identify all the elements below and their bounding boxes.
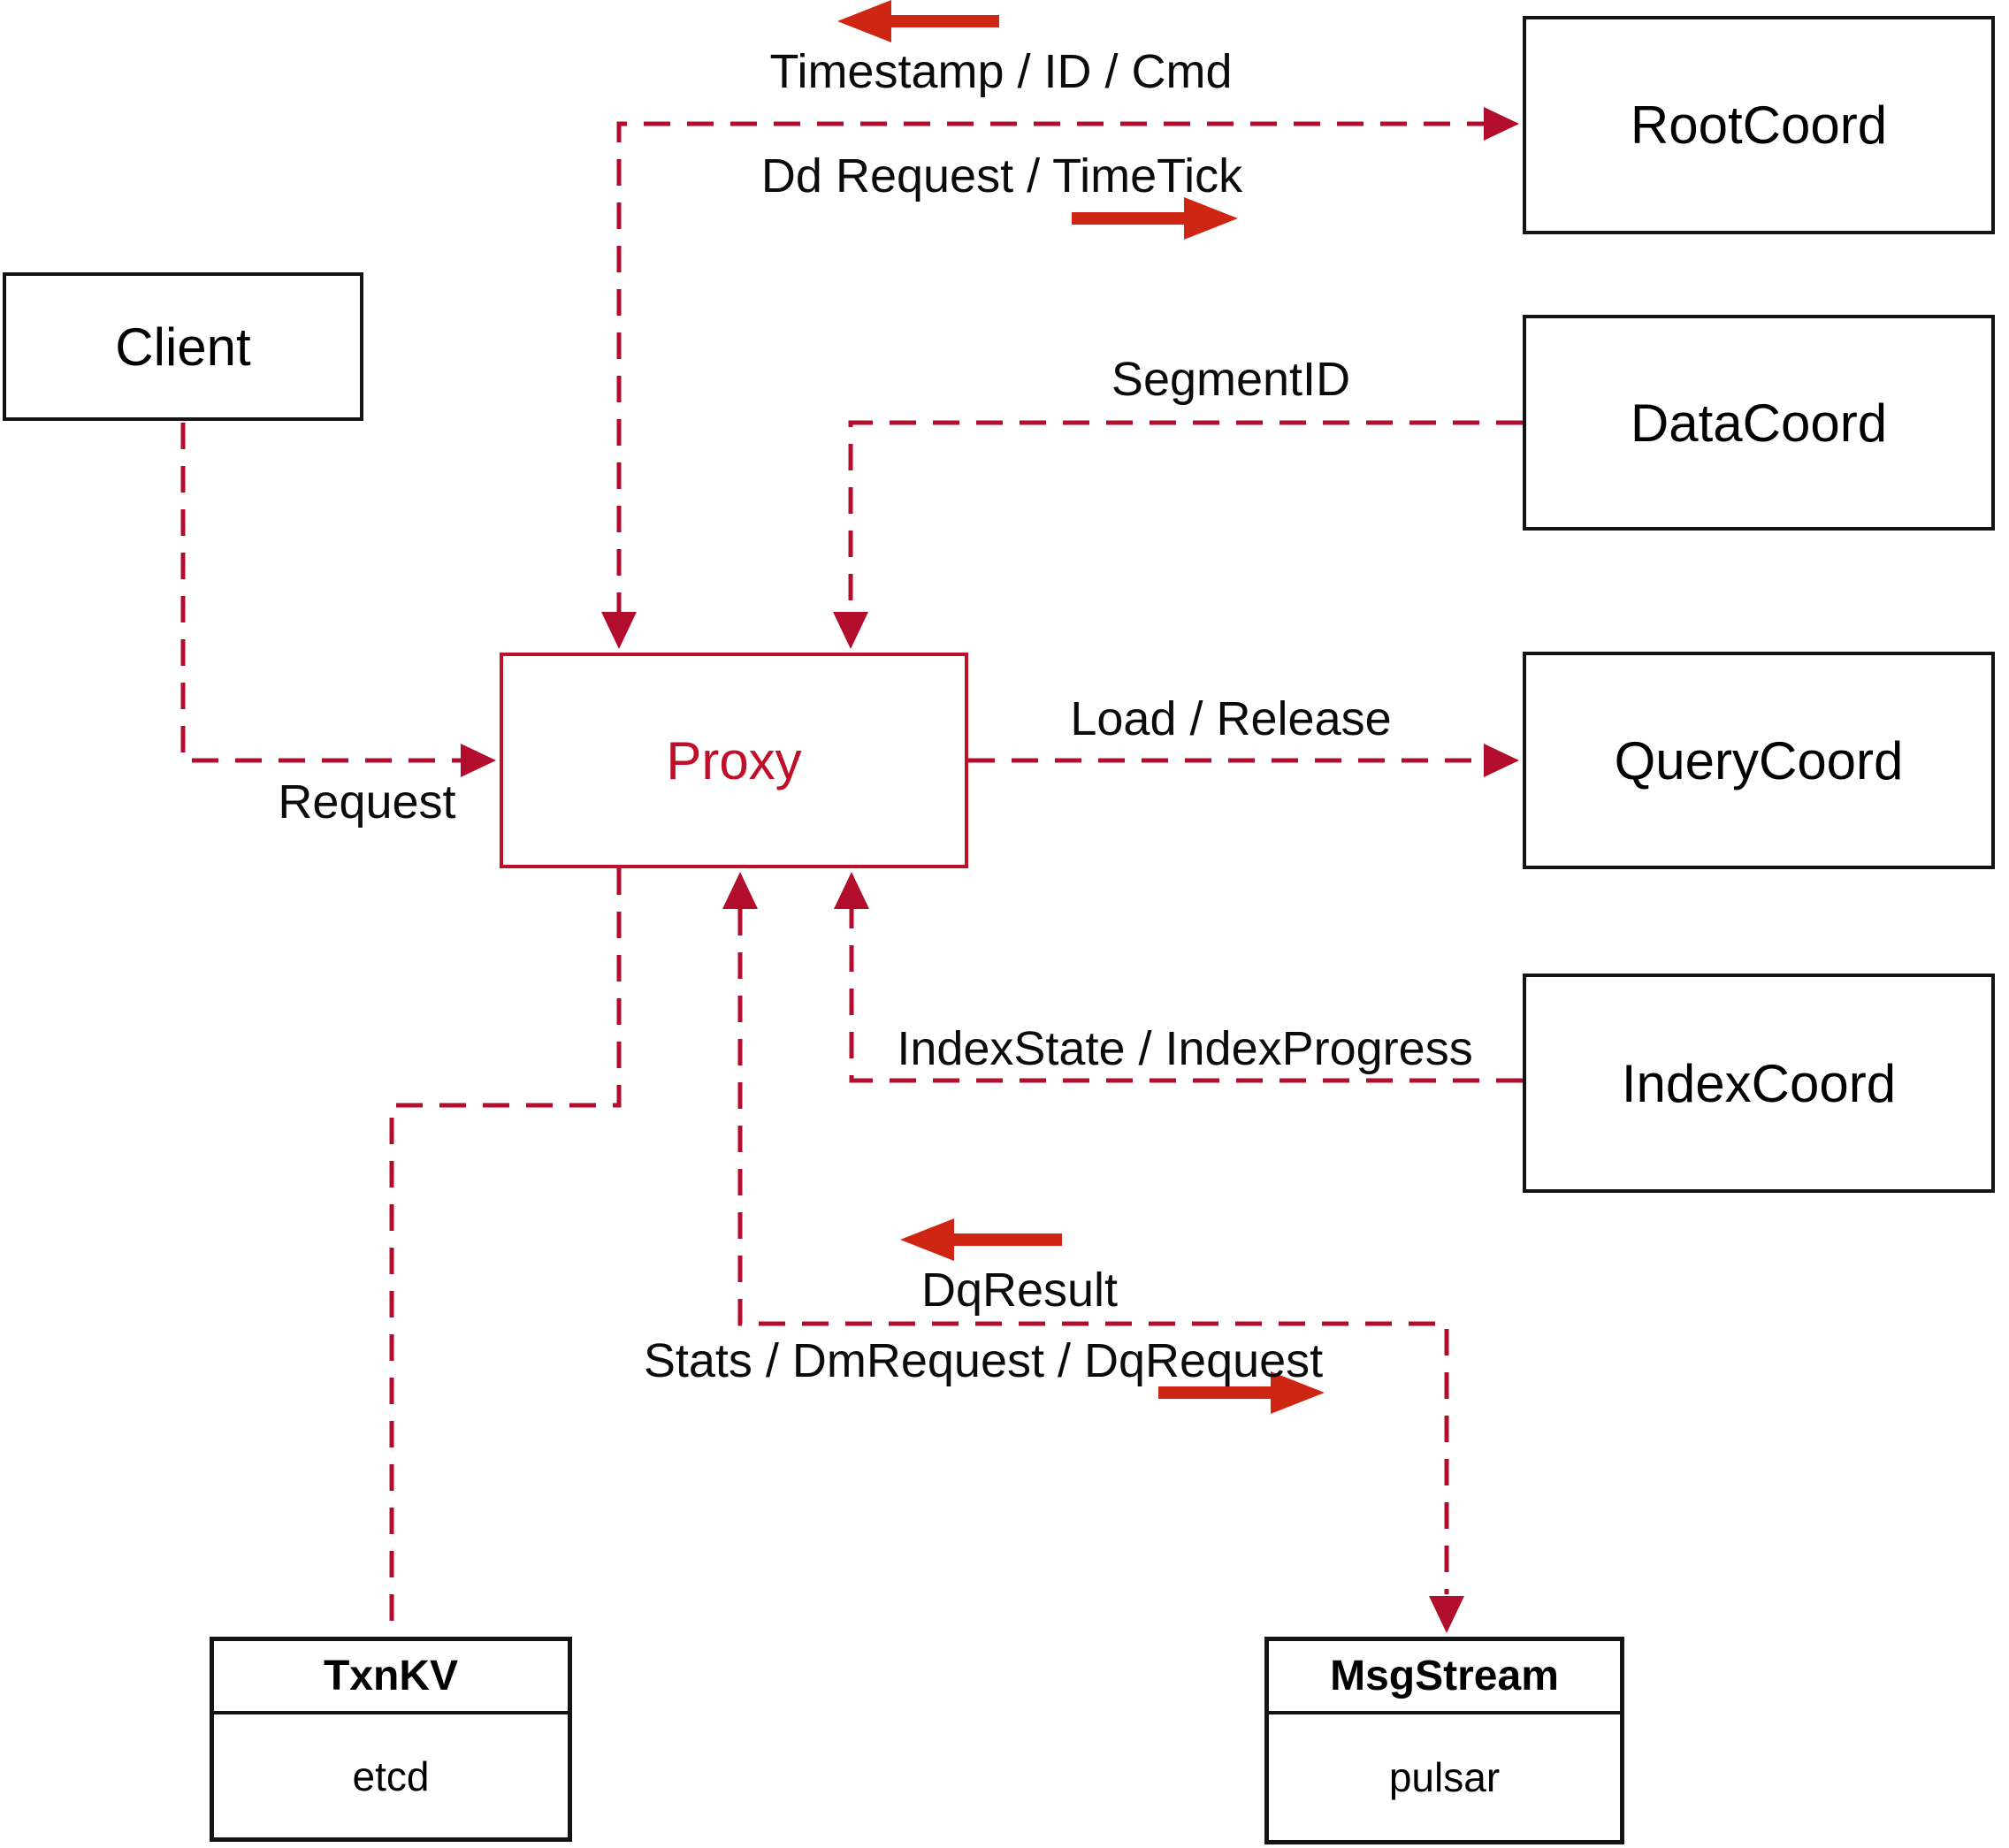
edge-proxy-msgstream [737, 909, 1449, 1594]
edge-label-dd-request-timetick: Dd Request / TimeTick [760, 149, 1243, 202]
node-msgstream-title: MsgStream [1269, 1641, 1620, 1714]
arrowhead-right-icon [1484, 744, 1519, 777]
node-querycoord-label: QueryCoord [1614, 730, 1904, 790]
arrowhead-down-icon [601, 612, 637, 649]
edge-label-segmentid: SegmentID [1111, 353, 1351, 406]
node-txnkv-implementation: etcd [352, 1753, 430, 1799]
edge-label-load-release: Load / Release [1070, 692, 1392, 745]
node-indexcoord: IndexCoord [1523, 974, 1995, 1193]
direction-arrow-right-icon [1072, 197, 1238, 240]
edge-proxy-rootcoord [616, 121, 1487, 619]
arrowhead-down-icon [1429, 1596, 1464, 1633]
node-indexcoord-label: IndexCoord [1621, 1053, 1897, 1113]
edge-label-timestamp-id-cmd: Timestamp / ID / Cmd [769, 45, 1233, 98]
edge-label-request: Request [278, 775, 456, 829]
edge-proxy-txnkv [389, 868, 622, 1635]
node-proxy-label: Proxy [666, 730, 802, 790]
node-txnkv: TxnKV etcd [210, 1637, 572, 1842]
arrowhead-right-icon [461, 744, 496, 777]
node-datacoord: DataCoord [1523, 315, 1995, 531]
arrowhead-right-icon [1484, 107, 1519, 141]
edge-client-proxy [180, 423, 477, 763]
node-proxy: Proxy [500, 653, 968, 868]
arrowhead-up-icon [834, 872, 869, 909]
arrowhead-down-icon [833, 612, 868, 649]
node-client-label: Client [115, 317, 251, 377]
edge-label-stats-dmrequest-dqrequest: Stats / DmRequest / DqRequest [643, 1334, 1324, 1387]
node-rootcoord-label: RootCoord [1630, 95, 1888, 155]
edge-label-indexstate-indexprogress: IndexState / IndexProgress [897, 1022, 1473, 1075]
node-msgstream-implementation: pulsar [1388, 1754, 1501, 1800]
node-client: Client [3, 272, 363, 421]
direction-arrow-right-icon [1158, 1371, 1325, 1414]
edge-label-dqresult: DqResult [920, 1264, 1119, 1317]
edge-datacoord-proxy [848, 420, 1523, 612]
node-datacoord-label: DataCoord [1630, 393, 1888, 453]
direction-arrow-left-icon [900, 1218, 1062, 1261]
direction-arrow-left-icon [837, 0, 999, 42]
node-querycoord: QueryCoord [1523, 652, 1995, 869]
node-rootcoord: RootCoord [1523, 16, 1995, 234]
arrowhead-up-icon [722, 872, 758, 909]
edge-indexcoord-proxy [849, 909, 1523, 1083]
node-msgstream: MsgStream pulsar [1264, 1637, 1624, 1844]
node-txnkv-title: TxnKV [214, 1641, 568, 1714]
